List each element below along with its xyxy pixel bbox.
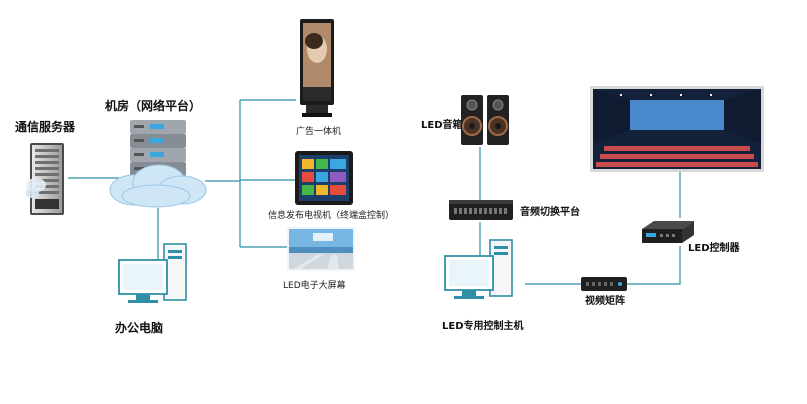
led-controller-label: LED控制器	[688, 243, 740, 254]
server-rack-icon	[26, 143, 64, 215]
info-tv-label: 信息发布电视机（终端盒控制）	[268, 211, 395, 221]
ad-machine-label: 广告一体机	[296, 127, 342, 137]
tv-icon	[295, 151, 353, 205]
desktop-computer-icon-led-host	[444, 239, 513, 299]
video-matrix-label: 视频矩阵	[585, 296, 625, 307]
audio-switcher-icon	[449, 200, 513, 220]
comm-server-label: 通信服务器	[15, 120, 76, 134]
desktop-computer-icon	[118, 243, 187, 303]
led-host-label: LED专用控制主机	[442, 321, 524, 332]
led-big-screen-label: LED电子大屏幕	[283, 281, 346, 291]
office-pc-label: 办公电脑	[115, 321, 164, 335]
cloud-icon	[109, 164, 207, 208]
speaker-icon	[461, 95, 509, 145]
machine-room-label: 机房（网络平台）	[105, 99, 202, 113]
ad-kiosk-icon	[300, 19, 334, 117]
audio-switch-label: 音频切换平台	[520, 207, 580, 218]
led-speaker-label: LED音箱	[421, 120, 463, 131]
link-matrix-controller	[626, 246, 681, 285]
led-controller-icon	[642, 221, 694, 243]
led-wall-icon	[590, 86, 764, 172]
led-billboard-icon	[287, 227, 355, 271]
video-matrix-icon	[581, 277, 627, 291]
